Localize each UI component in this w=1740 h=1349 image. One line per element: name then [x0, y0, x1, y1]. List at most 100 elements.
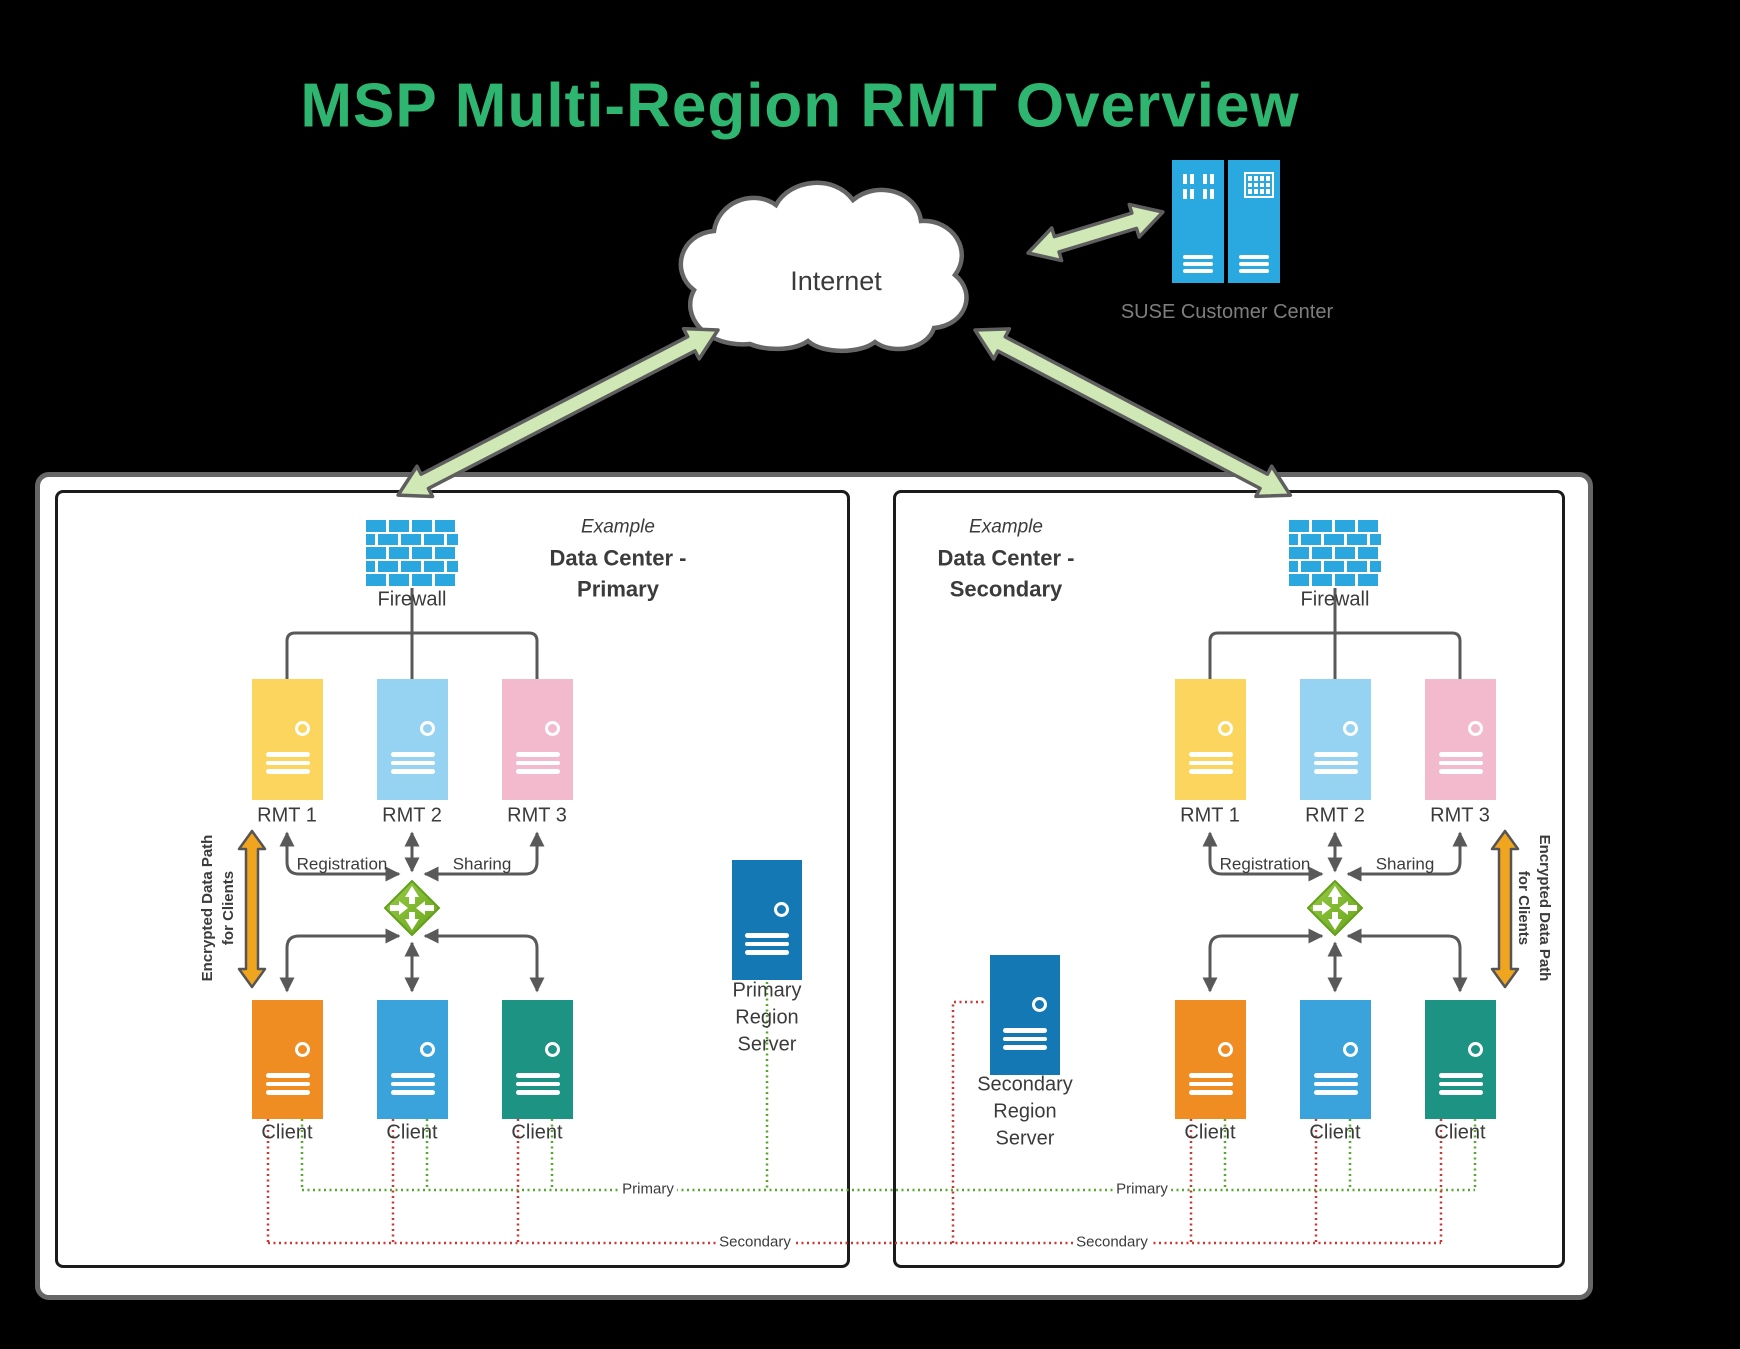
vent-lines-icon: [515, 752, 560, 774]
client-tower-icon: [502, 1000, 573, 1119]
client-tower-icon: [1425, 1000, 1496, 1119]
vent-lines-icon: [1239, 255, 1269, 273]
internet-cloud: [678, 180, 969, 354]
secondary-region-server-icon: [990, 955, 1060, 1075]
firewall-label: Firewall: [1300, 588, 1370, 611]
vent-lines-icon: [745, 933, 789, 955]
client-label: Client: [1434, 1121, 1486, 1144]
power-led-icon: [545, 721, 560, 736]
client-tower-icon: [252, 1000, 323, 1119]
sharing-label: Sharing: [452, 854, 512, 874]
rmt3-tower-icon: [1425, 679, 1496, 800]
rmt2-tower-icon: [377, 679, 448, 800]
encrypted-path-label-line2: for Clients: [1515, 870, 1532, 946]
registration-label: Registration: [296, 854, 388, 874]
power-led-icon: [774, 902, 789, 917]
region-server-label: Secondary Region Server: [977, 1072, 1073, 1153]
secondary-line-label: Secondary: [1073, 1233, 1151, 1253]
dc-caption: Example Data Center - Secondary: [938, 512, 1075, 605]
rack-ports-icon: [1172, 189, 1224, 199]
region-server-label-line2: Region: [735, 1006, 799, 1029]
power-led-icon: [420, 1042, 435, 1057]
rmt2-label: RMT 2: [382, 804, 442, 827]
vent-lines-icon: [1313, 1073, 1358, 1095]
rmt3-label: RMT 3: [507, 804, 567, 827]
power-led-icon: [295, 1042, 310, 1057]
power-led-icon: [1343, 1042, 1358, 1057]
registration-label: Registration: [1219, 854, 1311, 874]
page-title: MSP Multi-Region RMT Overview: [300, 71, 1300, 141]
rmt1-tower-icon: [1175, 679, 1246, 800]
primary-line-label: Primary: [1113, 1180, 1171, 1200]
region-server-label-line1: Primary: [732, 979, 802, 1002]
vent-lines-icon: [515, 1073, 560, 1095]
rmt1-label: RMT 1: [257, 804, 317, 827]
client-label: Client: [261, 1121, 313, 1144]
encrypted-path-arrow: [1490, 829, 1520, 989]
rack-ports-icon: [1172, 174, 1224, 184]
power-led-icon: [1468, 1042, 1483, 1057]
rmt3-label: RMT 3: [1430, 804, 1490, 827]
dc-caption-example: Example: [969, 516, 1043, 538]
power-led-icon: [1468, 721, 1483, 736]
primary-line-label: Primary: [619, 1180, 677, 1200]
secondary-replication-line: [266, 1000, 1443, 1245]
dc-caption-region: Secondary: [949, 576, 1063, 602]
region-server-label: Primary Region Server: [733, 978, 802, 1059]
power-led-icon: [1032, 997, 1047, 1012]
region-server-label-line3: Server: [995, 1127, 1055, 1150]
client-label: Client: [1184, 1121, 1236, 1144]
client-tower-icon: [377, 1000, 448, 1119]
primary-dc-connectors: [279, 588, 545, 993]
rmt2-tower-icon: [1300, 679, 1371, 800]
vent-lines-icon: [1438, 752, 1483, 774]
region-server-label-line1: Secondary: [977, 1073, 1073, 1096]
client-label: Client: [1309, 1121, 1361, 1144]
vent-lines-icon: [1188, 1073, 1233, 1095]
scc-rack-left-icon: [1172, 160, 1224, 283]
power-led-icon: [295, 721, 310, 736]
router-icon: [1307, 880, 1363, 936]
encrypted-path-label-line1: Encrypted Data Path: [1536, 834, 1553, 982]
power-led-icon: [1218, 1042, 1233, 1057]
dc-caption-region: Primary: [577, 576, 659, 602]
primary-replication-line: [300, 982, 1477, 1192]
region-server-label-line3: Server: [737, 1033, 797, 1056]
vent-lines-icon: [1438, 1073, 1483, 1095]
vent-lines-icon: [265, 752, 310, 774]
client-label: Client: [386, 1121, 438, 1144]
internet-to-primary-dc-arrow: [396, 326, 720, 499]
rack-grid-icon: [1244, 172, 1274, 198]
secondary-dc-connectors: [1202, 588, 1468, 993]
vent-lines-icon: [1003, 1028, 1047, 1050]
encrypted-path-label-line2: for Clients: [220, 870, 237, 946]
dc-caption-example: Example: [581, 516, 655, 538]
client-tower-icon: [1300, 1000, 1371, 1119]
power-led-icon: [1218, 721, 1233, 736]
internet-label: Internet: [790, 266, 882, 297]
rmt2-label: RMT 2: [1305, 804, 1365, 827]
sharing-label: Sharing: [1375, 854, 1435, 874]
router-icon: [384, 880, 440, 936]
vent-lines-icon: [1188, 752, 1233, 774]
vent-lines-icon: [265, 1073, 310, 1095]
client-tower-icon: [1175, 1000, 1246, 1119]
power-led-icon: [545, 1042, 560, 1057]
internet-to-secondary-dc-arrow: [973, 327, 1293, 499]
scc-label: SUSE Customer Center: [1120, 301, 1334, 323]
rmt3-tower-icon: [502, 679, 573, 800]
firewall-icon: [366, 520, 458, 586]
encrypted-path-arrow: [237, 829, 267, 989]
vent-lines-icon: [390, 1073, 435, 1095]
secondary-line-label: Secondary: [716, 1233, 794, 1253]
vent-lines-icon: [1313, 752, 1358, 774]
encrypted-path-label-line1: Encrypted Data Path: [199, 834, 216, 982]
dc-caption: Example Data Center - Primary: [550, 512, 687, 605]
firewall-icon: [1289, 520, 1381, 586]
client-label: Client: [511, 1121, 563, 1144]
encrypted-path-label: Encrypted Data Path for Clients: [1513, 835, 1555, 982]
rmt1-tower-icon: [252, 679, 323, 800]
power-led-icon: [420, 721, 435, 736]
